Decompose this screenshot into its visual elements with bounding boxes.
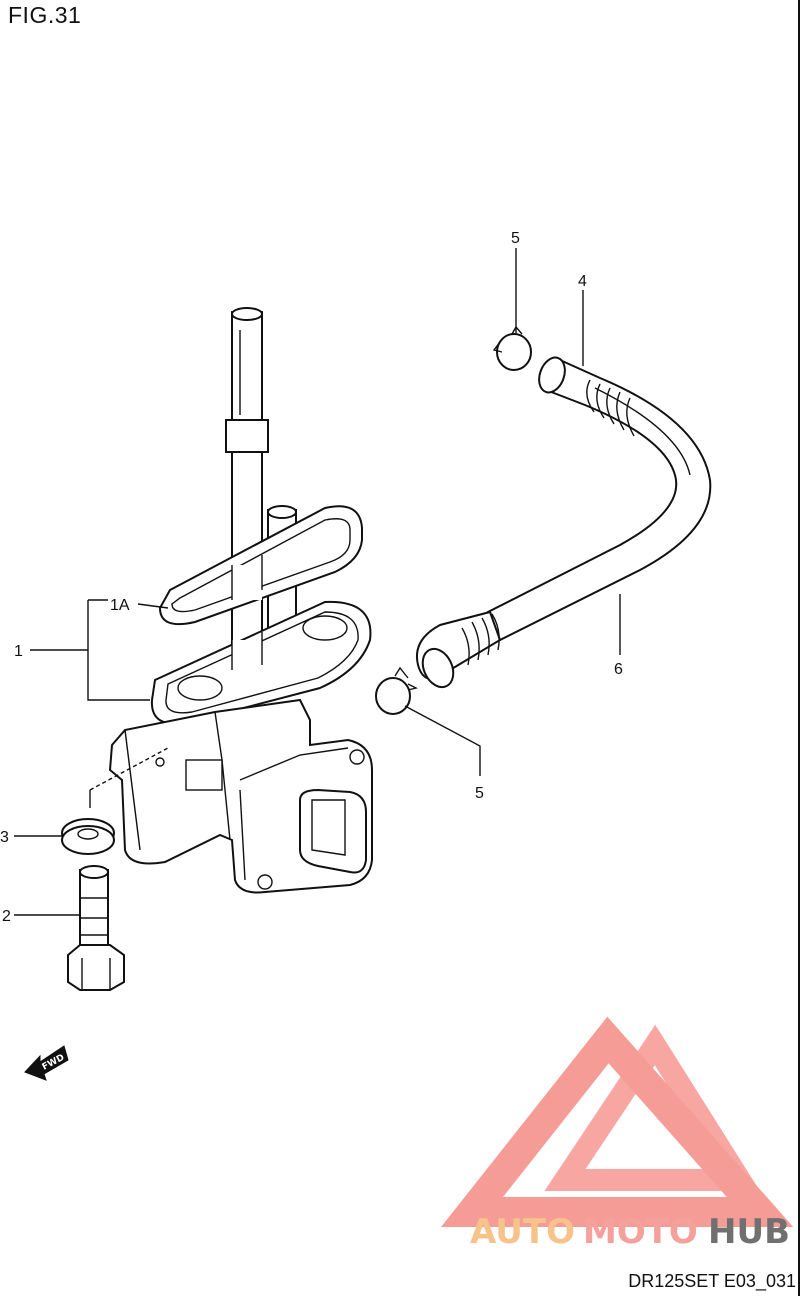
logo-inner-triangle [544,1024,760,1191]
valve-body-boss [185,759,223,791]
figure-title: FIG.31 [8,2,82,28]
logo-triangle [441,1016,794,1227]
hose-bellows-bottom [461,613,500,666]
watermark-logo [441,1016,794,1227]
fwd-arrow-icon: FWD [24,1045,69,1081]
fuel-valve-assembly [89,307,373,894]
washer-part-3 [61,818,115,855]
fuel-hose-assembly [416,356,712,689]
callout-1a: 1A [110,597,130,614]
callout-5-bottom: 5 [475,785,484,802]
bolt-head [67,944,125,991]
callout-1: 1 [14,643,23,660]
clip-part-5-top [492,325,532,371]
hose-bellows-top [586,379,635,437]
watermark-hub: HUB [708,1212,790,1252]
watermark-moto: MOTO [583,1212,698,1252]
figure-code: DR125SET E03_031 [628,1271,796,1291]
hose-part-4 [486,358,712,642]
callout-4: 4 [578,273,587,290]
valve-pipe-collar [225,419,269,453]
callout-2: 2 [2,908,11,925]
callout-5-top: 5 [511,230,520,247]
leader-lines [14,248,621,916]
valve-lever [299,788,367,874]
bolt-part-2 [67,865,125,991]
right-border [798,0,800,1296]
watermark-auto: AUTO [470,1212,575,1252]
callout-6: 6 [614,661,623,678]
clip-part-5-bottom [375,666,419,715]
callout-3: 3 [0,829,9,846]
valve-top-pipe [231,311,263,423]
